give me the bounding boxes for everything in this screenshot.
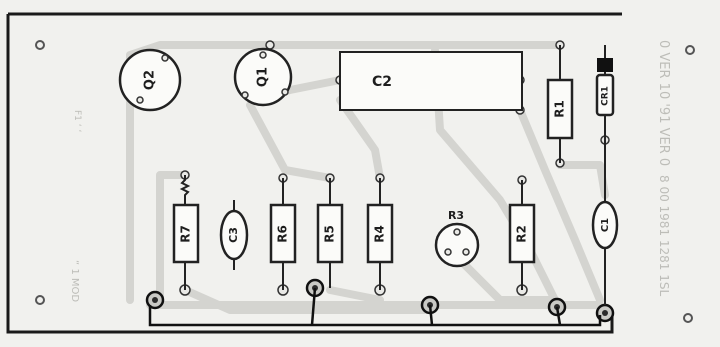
trace-c2-r4 [336, 96, 384, 182]
trace-r7-r3 [181, 286, 434, 314]
mounting-holes [35, 40, 695, 323]
trace-r3-r2 [456, 256, 559, 304]
mount-hole-bottom-right [683, 313, 693, 323]
transistor-q2: Q2 [118, 48, 182, 112]
potentiometer-r3: R3 [434, 209, 480, 268]
trace-q2-r7 [156, 171, 189, 304]
capacitor-c1: C1 [591, 140, 619, 305]
label-r3: R3 [448, 209, 464, 222]
resistor-r5: R5 [316, 178, 344, 288]
capacitor-c2: C2 [339, 51, 523, 111]
resistor-r7: R7 [172, 175, 200, 290]
mount-hole-bottom-left [35, 295, 45, 305]
label-r5: R5 [323, 225, 337, 243]
reversed-text-bottom-right: 8 00 1981 1281 1SL [657, 175, 671, 296]
label-q2: Q2 [143, 70, 158, 90]
resistor-r2: R2 [508, 180, 536, 290]
label-c1: C1 [600, 218, 611, 232]
diode-cr1: CR1 [595, 45, 615, 140]
label-r2: R2 [515, 225, 529, 243]
trace-r1-c1-top [556, 161, 609, 199]
trace-r5-r4 [326, 286, 384, 304]
resistor-r1: R1 [546, 45, 574, 163]
label-c3: C3 [227, 227, 240, 243]
label-r4: R4 [373, 225, 387, 243]
resistor-r4: R4 [366, 178, 394, 290]
board-outline [6, 12, 622, 334]
jumper-wires [148, 287, 602, 327]
label-c2: C2 [372, 74, 392, 90]
label-q1: Q1 [256, 67, 271, 87]
capacitor-c3: C3 [219, 200, 249, 270]
reversed-text-left-top: F1 ‘ ‘ [72, 110, 82, 132]
mount-hole-top-right [685, 45, 695, 55]
label-r1: R1 [553, 100, 567, 118]
resistor-r6: R6 [269, 178, 297, 290]
trace-r1-c1 [516, 106, 604, 304]
reversed-text-left: “ 1 MOD [69, 260, 80, 302]
reversed-text-top-right: 0 VER 10 '91 VER 0 [656, 40, 671, 166]
transistor-q1: Q1 [233, 47, 293, 107]
label-cr1: CR1 [601, 86, 611, 106]
mount-hole-top-left [35, 40, 45, 50]
label-r7: R7 [179, 225, 193, 243]
label-r6: R6 [276, 225, 290, 243]
reversed-silkscreen: 0 VER 10 '91 VER 0 8 00 1981 1281 1SL “ … [69, 40, 671, 302]
trace-q1-r6 [246, 101, 334, 182]
